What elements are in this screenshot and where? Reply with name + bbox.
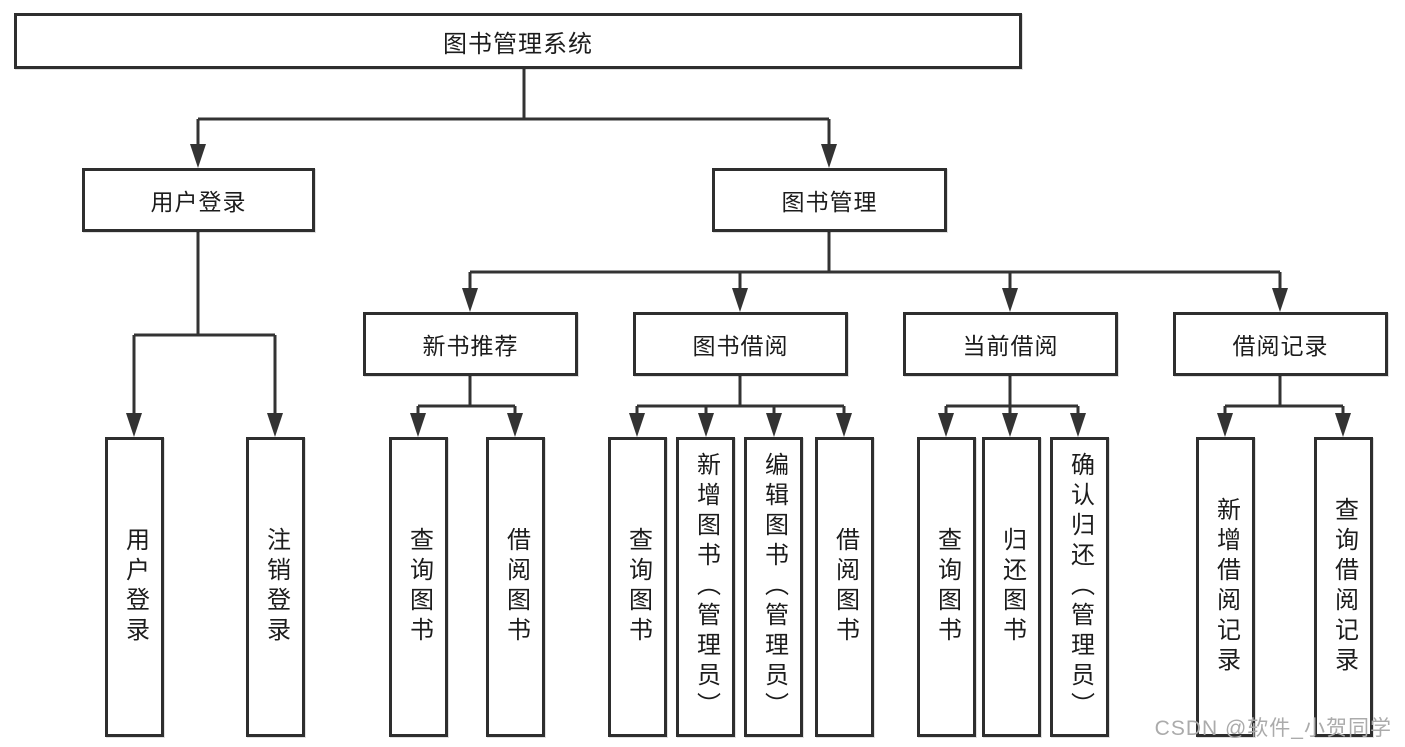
node-book-management: 图书管理 bbox=[712, 168, 947, 232]
leaf-current-query-label: 查询图书 bbox=[933, 527, 961, 647]
leaf-user-login: 用户登录 bbox=[105, 437, 164, 737]
leaf-borrow-query-label: 查询图书 bbox=[624, 527, 652, 647]
node-root-system: 图书管理系统 bbox=[14, 13, 1022, 69]
leaf-borrow-edit-admin-label: 编辑图书（管理员） bbox=[760, 452, 788, 722]
leaf-newbook-borrow-label: 借阅图书 bbox=[502, 527, 530, 647]
node-borrow-records-label: 借阅记录 bbox=[1232, 333, 1329, 359]
node-root-label: 图书管理系统 bbox=[443, 30, 593, 58]
node-book-borrow: 图书借阅 bbox=[633, 312, 848, 376]
leaf-borrow-borrow: 借阅图书 bbox=[815, 437, 874, 737]
node-user-login-label: 用户登录 bbox=[150, 189, 247, 215]
node-user-login: 用户登录 bbox=[82, 168, 315, 232]
watermark: CSDN @软件_小贺同学 bbox=[1154, 717, 1392, 740]
leaf-records-query: 查询借阅记录 bbox=[1314, 437, 1373, 737]
node-current-borrow-label: 当前借阅 bbox=[962, 333, 1059, 359]
node-new-book-recommend: 新书推荐 bbox=[363, 312, 578, 376]
leaf-user-login-label: 用户登录 bbox=[121, 527, 149, 647]
leaf-newbook-borrow: 借阅图书 bbox=[486, 437, 545, 737]
leaf-current-query: 查询图书 bbox=[917, 437, 976, 737]
node-new-book-recommend-label: 新书推荐 bbox=[422, 333, 519, 359]
leaf-newbook-query: 查询图书 bbox=[389, 437, 448, 737]
leaf-borrow-add-admin: 新增图书（管理员） bbox=[676, 437, 735, 737]
node-book-borrow-label: 图书借阅 bbox=[692, 333, 789, 359]
leaf-logout: 注销登录 bbox=[246, 437, 305, 737]
leaf-borrow-borrow-label: 借阅图书 bbox=[831, 527, 859, 647]
leaf-current-return-label: 归还图书 bbox=[998, 527, 1026, 647]
node-book-management-label: 图书管理 bbox=[781, 189, 878, 215]
node-borrow-records: 借阅记录 bbox=[1173, 312, 1388, 376]
leaf-borrow-add-admin-label: 新增图书（管理员） bbox=[692, 452, 720, 722]
leaf-current-return: 归还图书 bbox=[982, 437, 1041, 737]
leaf-logout-label: 注销登录 bbox=[262, 527, 290, 647]
leaf-records-add: 新增借阅记录 bbox=[1196, 437, 1255, 737]
leaf-newbook-query-label: 查询图书 bbox=[405, 527, 433, 647]
leaf-current-confirm-admin: 确认归还（管理员） bbox=[1050, 437, 1109, 737]
leaf-current-confirm-admin-label: 确认归还（管理员） bbox=[1066, 452, 1094, 722]
leaf-borrow-edit-admin: 编辑图书（管理员） bbox=[744, 437, 803, 737]
node-current-borrow: 当前借阅 bbox=[903, 312, 1118, 376]
leaf-records-add-label: 新增借阅记录 bbox=[1212, 497, 1240, 677]
leaf-borrow-query: 查询图书 bbox=[608, 437, 667, 737]
leaf-records-query-label: 查询借阅记录 bbox=[1330, 497, 1358, 677]
